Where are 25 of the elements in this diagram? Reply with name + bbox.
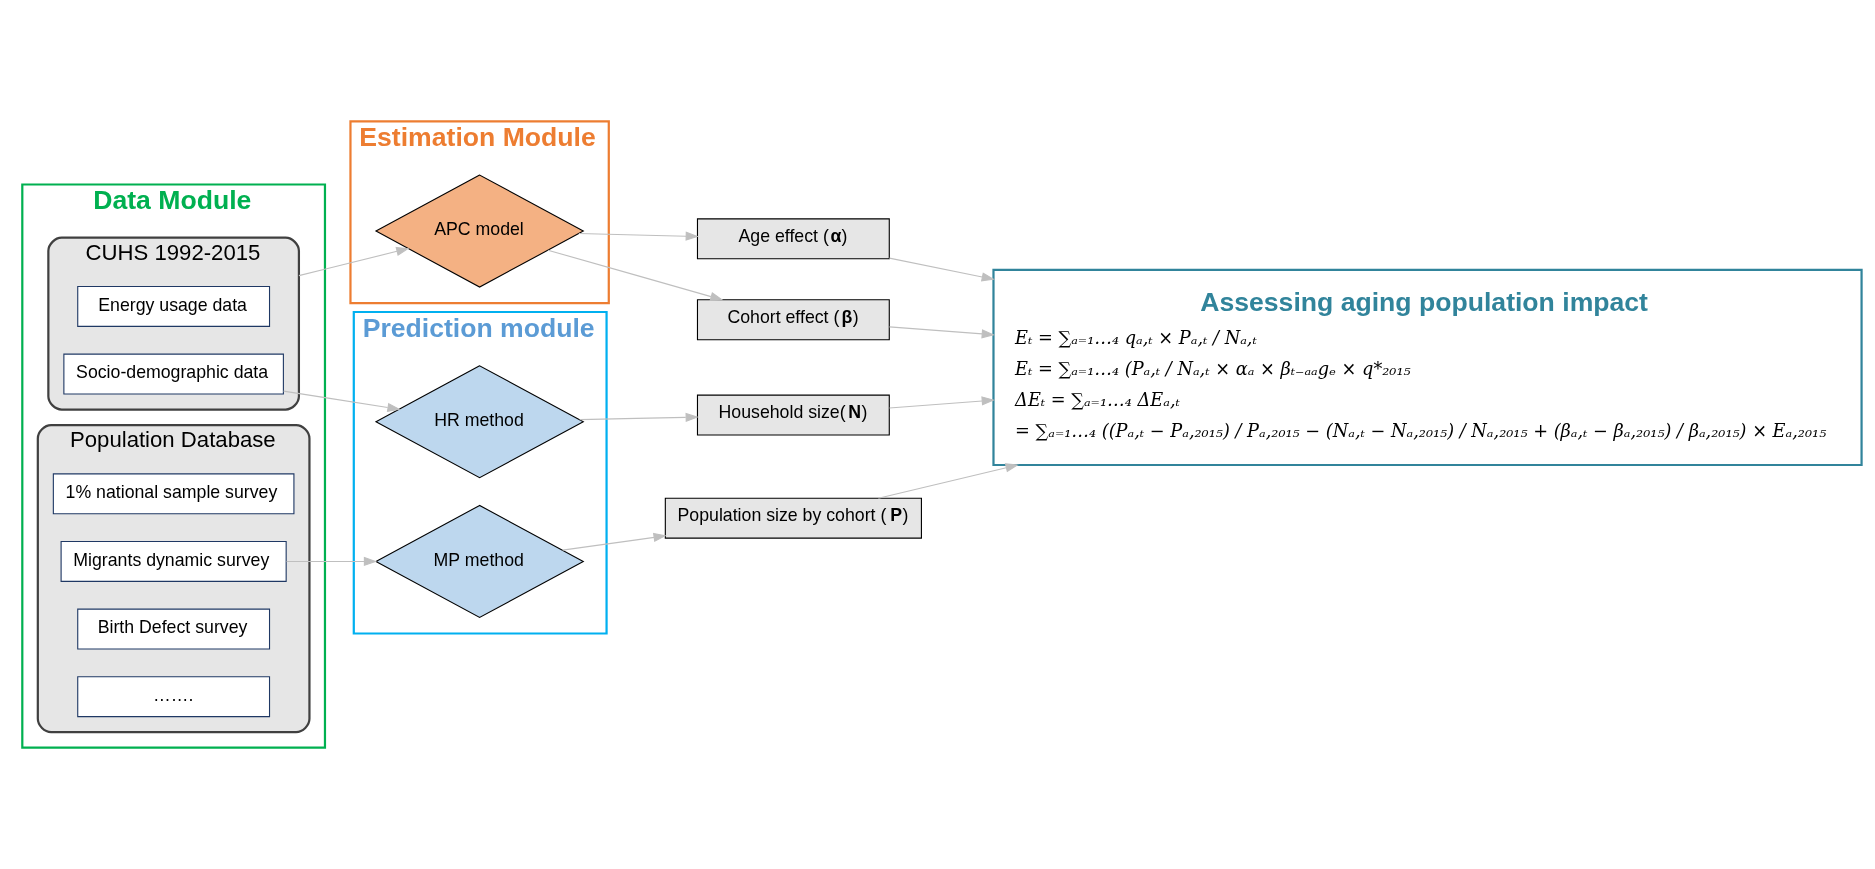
arrow xyxy=(283,390,401,413)
arrow xyxy=(888,326,995,339)
arrow xyxy=(888,257,995,282)
node-box: Energy usage data xyxy=(77,285,271,327)
node-diamond: APC model xyxy=(374,174,585,288)
arrow xyxy=(547,249,724,302)
node-box: Age effect (α) xyxy=(696,218,890,260)
arrow xyxy=(877,463,1019,499)
arrow xyxy=(888,396,995,409)
node-box: Birth Defect survey xyxy=(77,608,271,650)
node-box: Migrants dynamic survey xyxy=(60,540,287,582)
node-box: Assessing aging population impact Eₜ = ∑ₐ₌₁…₄ qₐ,ₜ × Pₐ,ₜ / Nₐ,ₜ Eₜ = ∑ₐ₌₁…₄ (Pₐ,ₜ / Nₐ,ₜ × αₐ × βₜ₋ₐₐgₑ × q*₂₀₁₅ ΔEₜ = ∑ₐ₌₁…₄ ΔEₐ,ₜ = ∑ₐ₌₁…₄ ((Pₐ,ₜ − Pₐ,₂₀₁₅) / Pₐ,₂₀₁₅ − (Nₐ,ₜ − Nₐ,₂₀₁₅) / Nₐ,₂₀₁₅ + (βₐ,ₜ − βₐ,₂₀₁₅) / βₐ,₂₀₁₅) × Eₐ,₂₀₁₅ xyxy=(992,268,1863,467)
arrow xyxy=(298,246,410,277)
node-diamond: HR method xyxy=(374,365,585,479)
node-box: ……. xyxy=(77,676,271,718)
arrow xyxy=(579,412,699,423)
arrow xyxy=(578,231,699,241)
node-diamond: MP method xyxy=(374,504,585,619)
node-box: Household size(N) xyxy=(696,394,890,436)
arrow xyxy=(562,532,667,551)
node-box: 1% national sample survey xyxy=(52,473,295,515)
node-box: Population size by cohort (P) xyxy=(664,497,922,539)
node-box: Cohort effect (β) xyxy=(696,299,890,341)
node-box: Socio-demographic data xyxy=(63,353,284,395)
arrow xyxy=(286,556,378,567)
